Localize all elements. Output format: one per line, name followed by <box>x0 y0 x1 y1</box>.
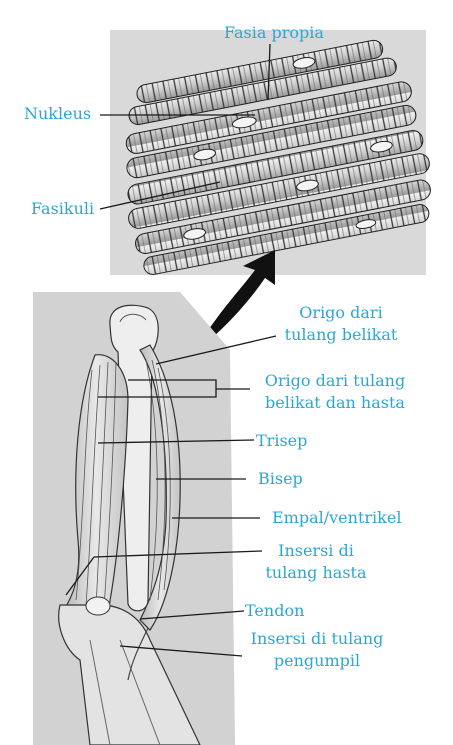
muscle-striations <box>75 359 171 609</box>
label-fasikuli: Fasikuli <box>31 199 95 218</box>
muscle-fiber <box>136 39 384 104</box>
leader-insersi-pengumpil <box>119 645 243 657</box>
label-origo-belikat: Origo dari tulang belikat <box>284 303 398 344</box>
label-nukleus: Nukleus <box>24 104 92 123</box>
label-empal: Empal/ventrikel <box>272 508 402 527</box>
muscle-fiber <box>143 204 430 275</box>
muscle-fiber <box>128 153 430 229</box>
nucleus <box>296 179 319 192</box>
label-insersi-hasta: Insersi di tulang hasta <box>265 541 367 582</box>
nucleus <box>370 140 393 153</box>
muscle-fiber <box>135 179 431 254</box>
label-trisep: Trisep <box>256 431 308 450</box>
leader-trisep <box>97 439 255 444</box>
leader-insersi-hasta-a <box>93 550 263 558</box>
shoulder-joint <box>119 313 147 323</box>
leader-lines <box>65 43 277 657</box>
fiber-panel <box>110 30 431 275</box>
leader-fasia-propia <box>267 43 271 101</box>
nucleus <box>292 57 316 69</box>
ulna-bone <box>89 639 111 745</box>
muscle-fiber <box>125 81 412 154</box>
nucleus <box>183 228 206 240</box>
elbow-joint <box>85 596 111 616</box>
nucleus <box>355 219 377 229</box>
leader-origo-belikat <box>155 335 277 365</box>
nucleus <box>231 116 257 129</box>
leader-insersi-hasta-b <box>65 556 95 596</box>
muscle-fiber <box>128 57 397 126</box>
label-origo-hasta: Origo dari tulang belikat dan hasta <box>264 371 406 412</box>
label-tendon: Tendon <box>245 601 305 620</box>
leader-fasikuli <box>99 181 221 210</box>
tendon <box>127 627 149 681</box>
arm-panel <box>33 292 235 745</box>
zoom-arrow-icon <box>205 250 275 340</box>
label-insersi-pengumpil: Insersi di tulang pengumpil <box>250 629 384 670</box>
leader-tendon <box>139 610 245 620</box>
label-fasia-propia: Fasia propia <box>224 23 324 42</box>
label-bisep: Bisep <box>258 469 303 488</box>
radius-bone <box>119 639 161 745</box>
nucleus <box>193 148 217 161</box>
